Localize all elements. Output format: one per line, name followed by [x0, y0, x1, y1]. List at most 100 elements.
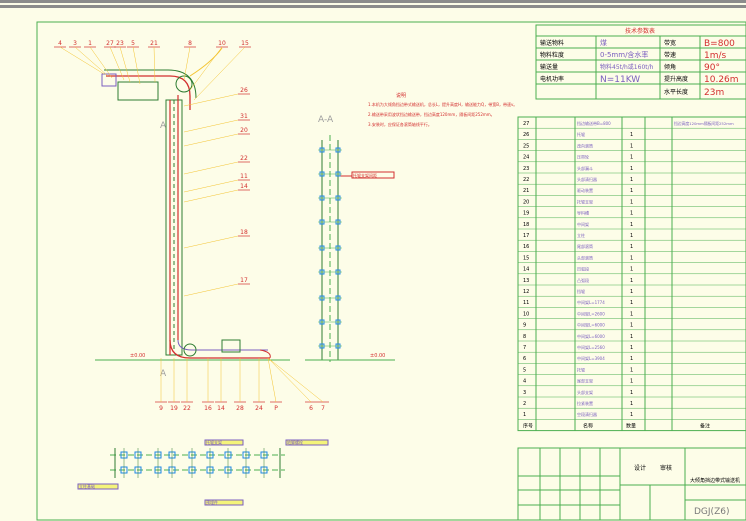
parts-row-qty: 1	[630, 334, 633, 340]
parts-row-qty: 1	[630, 289, 633, 295]
param-value2-2: 90°	[704, 63, 720, 73]
head-arc	[189, 47, 223, 77]
plan-label-1: 地脚螺栓	[287, 439, 303, 445]
parts-row-name: 头部漏斗	[577, 165, 593, 171]
note-2: 3.安装时，应保证各滚筒轴线平行。	[368, 121, 432, 127]
parts-row-name: 中间架L=6000	[577, 322, 605, 328]
plan-tag-1	[285, 439, 329, 446]
parts-row-no: 22	[523, 177, 529, 183]
parts-row-no: 18	[523, 222, 529, 228]
callout-top-leader	[109, 46, 125, 81]
parts-row-no: 2	[523, 401, 526, 407]
parts-row-no: 1	[523, 412, 526, 418]
parts-row-no: 20	[523, 199, 529, 205]
top-bar-2	[0, 5, 746, 8]
parts-row-no: 16	[523, 244, 529, 250]
tech-params-table: 技术参数表 输送物料 煤 带宽 B=800 物料粒度 0-5mm/含水率 带速 …	[535, 24, 746, 100]
tech-params-header: 技术参数表	[625, 27, 655, 35]
callout-right-7: 17	[240, 277, 248, 284]
ground-level-left: ±0.00	[130, 353, 145, 359]
callout-bottom-3: 16	[204, 405, 212, 412]
parts-row-name: 挡边输送带B=800	[577, 120, 611, 126]
plan-view: 托辊支架 地脚螺栓 立柱基础 预埋件	[77, 439, 329, 506]
parts-row-no: 13	[523, 278, 529, 284]
section-marker-bottom: A	[160, 369, 167, 379]
callout-right-leader	[183, 161, 239, 175]
parts-row-qty: 1	[630, 356, 633, 362]
param-value-0: 煤	[600, 38, 607, 47]
parts-row-qty: 1	[630, 188, 633, 194]
callout-right-leader	[183, 235, 239, 249]
parts-row-name: 挡辊	[577, 288, 585, 294]
head-belt	[106, 75, 191, 110]
parts-row-no: 15	[523, 255, 529, 261]
parts-row-name: 尾部滚筒	[577, 243, 593, 249]
callout-top-3: 27	[106, 40, 114, 47]
parts-row-no: 11	[523, 300, 529, 306]
parts-row-no: 14	[523, 267, 529, 273]
parts-row-qty: 1	[630, 323, 633, 329]
callout-bottom-4: 14	[217, 405, 225, 412]
callout-right-6: 18	[240, 229, 248, 236]
param-value2-0: B=800	[704, 39, 735, 49]
parts-row-no: 17	[523, 233, 529, 239]
parts-row-name: 尾部支架	[577, 378, 593, 384]
param-label-3: 电机功率	[540, 75, 564, 83]
parts-row-qty: 1	[630, 143, 633, 149]
callout-top-8: 10	[218, 40, 226, 47]
param-value2-1: 1m/s	[704, 51, 727, 61]
callout-right-leader	[183, 119, 239, 133]
parts-row-name: 头部滚筒	[577, 254, 593, 260]
parts-row-name: 立柱	[577, 232, 585, 238]
parts-row-qty: 1	[630, 300, 633, 306]
param-label-1: 物料粒度	[540, 51, 564, 59]
plan-tag-3	[204, 499, 244, 506]
callout-top-leader	[59, 46, 105, 75]
parts-row-no: 3	[523, 390, 526, 396]
parts-row-qty: 1	[630, 390, 633, 396]
plan-label-0: 托辊支架	[206, 439, 222, 445]
callout-bottom-9: 7	[321, 405, 325, 412]
callout-right-leader	[183, 179, 239, 193]
parts-row-no: 27	[523, 121, 529, 127]
callout-top-4: 23	[116, 40, 124, 47]
callout-right-leader	[183, 189, 239, 203]
parts-row-no: 9	[523, 323, 526, 329]
parts-row-no: 19	[523, 211, 529, 217]
callout-top-5: 5	[131, 40, 135, 47]
parts-row-no: 25	[523, 143, 529, 149]
callout-right-leader	[183, 283, 239, 297]
parts-row-no: 5	[523, 367, 526, 373]
parts-row-no: 26	[523, 132, 529, 138]
sheet-title: 大倾角挡边带式输送机	[690, 477, 740, 484]
section-tag-box	[351, 171, 395, 179]
section-label: A-A	[318, 115, 334, 125]
callout-right-3: 22	[240, 155, 248, 162]
checker-label: 审核	[660, 464, 672, 472]
parts-row-name: 托辊支架	[577, 198, 593, 204]
callout-bottom-6: 24	[255, 405, 263, 412]
callout-bottom-5: 28	[236, 405, 244, 412]
top-bar	[0, 0, 746, 3]
section-nodes	[318, 147, 342, 349]
plan-tag-2	[77, 483, 119, 490]
parts-row-name: 驱动装置	[577, 187, 593, 193]
note-1: 2.输送带采用波状挡边输送带，挡边高度120mm，隔板间距252mm。	[368, 111, 495, 117]
parts-row-qty: 1	[630, 199, 633, 205]
param-label2-3: 提升高度	[664, 75, 688, 83]
parts-row-no: 7	[523, 345, 526, 351]
parts-row-name: 头部支架	[577, 389, 593, 395]
parts-row-name: 凹弧段	[577, 266, 589, 272]
parts-header-0: 序号	[523, 422, 533, 429]
callout-top-leader	[119, 46, 131, 83]
callout-top-leader	[89, 46, 113, 79]
parts-row-name: 中间架L=3904	[577, 355, 605, 361]
plan-nodes	[120, 448, 268, 478]
callout-bottom-leader	[267, 357, 277, 403]
feed-chute	[221, 339, 241, 353]
parts-row-no: 10	[523, 311, 529, 317]
callout-top-9: 15	[241, 40, 249, 47]
